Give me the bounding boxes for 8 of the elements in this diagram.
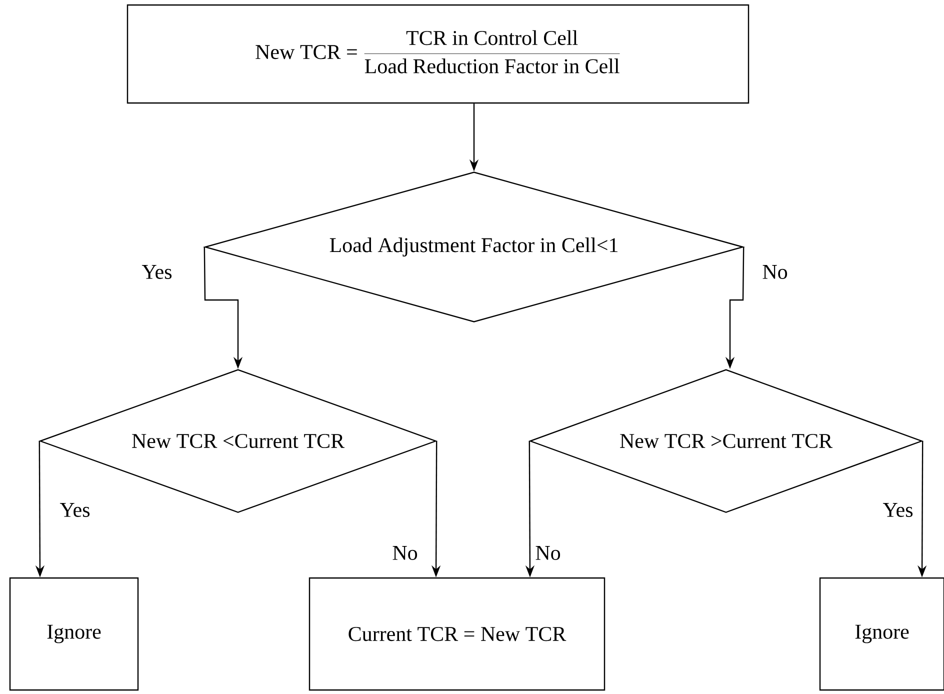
edge-label: Yes [142, 265, 172, 279]
process-box: Current TCR = New TCR [308, 577, 606, 691]
process-box: Ignore [9, 577, 139, 691]
edge-label: No [536, 546, 560, 560]
edge-label: No [762, 265, 788, 279]
formula-box: New TCR = TCR in Control Cell Load Reduction Factor in Cell [126, 4, 750, 104]
edge-label: No [392, 546, 418, 560]
process-box: Ignore [819, 577, 944, 691]
